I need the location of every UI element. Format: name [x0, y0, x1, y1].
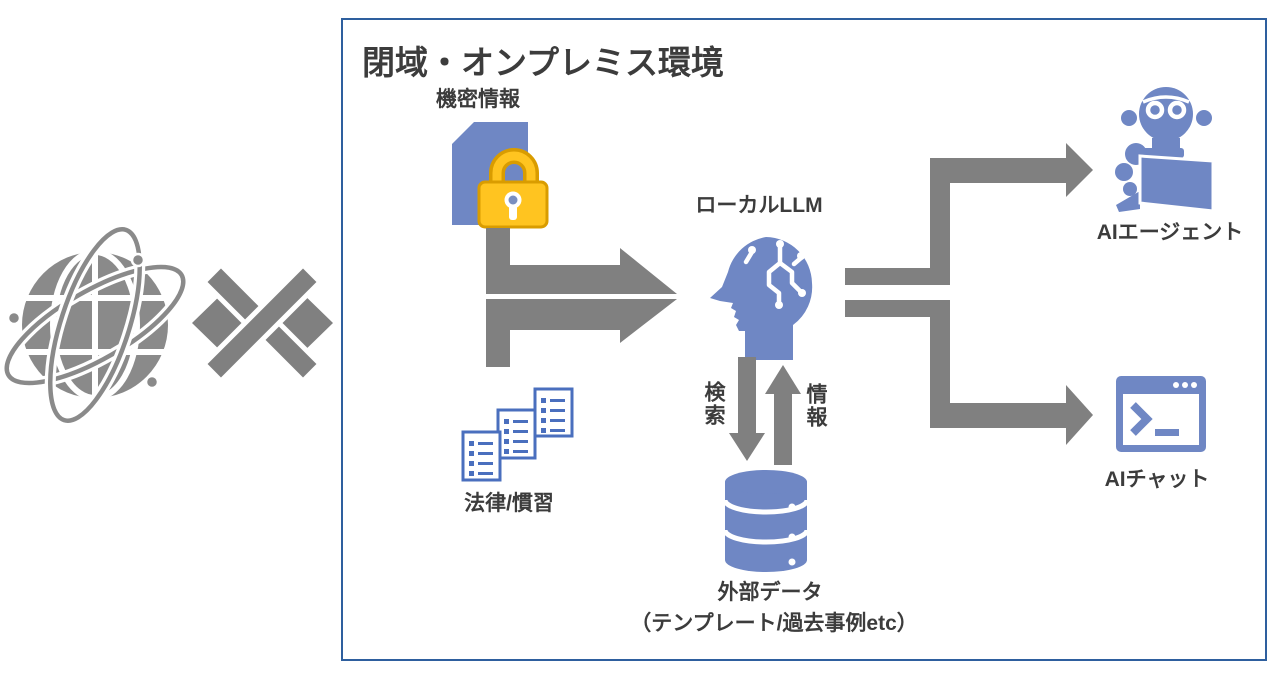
- output-fork-arrows: [845, 143, 1093, 445]
- label-laws-customs: 法律/慣習: [464, 492, 554, 515]
- database-icon: [722, 470, 810, 572]
- robot-laptop-icon: [1115, 87, 1215, 213]
- globe-network-icon: [1, 223, 189, 427]
- label-external-data-detail: （テンプレート/過去事例etc）: [630, 612, 918, 635]
- onprem-boundary-box: [341, 18, 1267, 661]
- input-merge-arrows: [486, 228, 677, 367]
- label-local-llm: ローカルLLM: [695, 194, 823, 217]
- label-info: 情報: [804, 383, 827, 429]
- label-ai-agent: AIエージェント: [1096, 221, 1244, 244]
- search-info-arrows: [729, 357, 801, 465]
- boundary-title: 閉域・オンプレミス環境: [362, 44, 725, 81]
- label-external-data: 外部データ: [717, 581, 823, 604]
- label-confidential-info: 機密情報: [436, 88, 520, 111]
- blocked-connection-x-arrow-icon: [192, 261, 333, 385]
- terminal-window-icon: [1116, 376, 1206, 452]
- locked-document-icon: [452, 122, 549, 229]
- document-list-icons: [461, 387, 574, 482]
- label-ai-chat: AIチャット: [1104, 468, 1210, 491]
- head-circuit-icon: [710, 237, 813, 360]
- label-search: 検索: [702, 381, 725, 427]
